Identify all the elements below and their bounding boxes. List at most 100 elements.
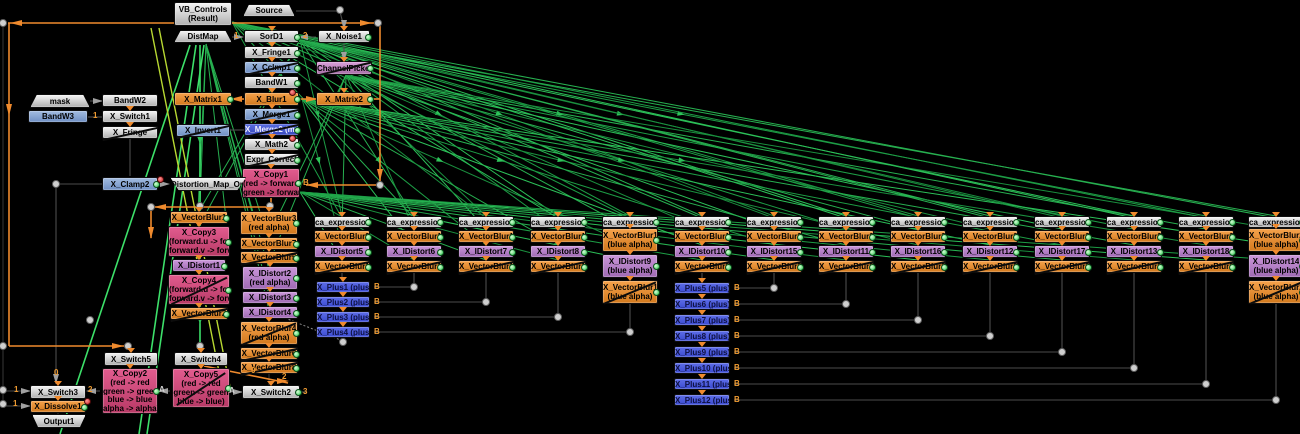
arrowhead-icon <box>21 388 31 394</box>
reroute-dot[interactable] <box>986 332 994 340</box>
node-x-copy3[interactable]: X_Copy3(forward.u -> forward.uforward.v … <box>168 222 232 257</box>
connection-indicator-icon <box>1157 248 1164 256</box>
arrowhead-icon <box>234 34 244 40</box>
input-arrow-icon <box>1130 256 1138 265</box>
node-x-vectorblur8[interactable]: X_VectorBlur8 <box>240 357 300 376</box>
connection-indicator-icon <box>153 388 160 395</box>
reroute-dot[interactable] <box>0 19 7 27</box>
reroute-dot[interactable] <box>339 338 347 346</box>
connection-indicator-icon <box>294 64 301 72</box>
input-arrow-icon <box>698 342 706 351</box>
node-output1[interactable]: Output1 <box>32 414 86 428</box>
connection-indicator-icon <box>293 309 300 317</box>
node-bandw3[interactable]: BandW3 <box>28 110 88 123</box>
reroute-dot[interactable] <box>336 6 344 14</box>
node-x-noise1[interactable]: X_Noise1 <box>318 26 372 43</box>
error-indicator-icon <box>289 135 296 142</box>
node-x-vectorblur20[interactable]: X_VectorBlur20 <box>674 256 732 275</box>
connection-indicator-icon <box>725 263 732 271</box>
node-x-plus11-plus[interactable]: X_Plus11 (plus) <box>674 374 730 390</box>
input-arrow-icon <box>126 122 134 131</box>
node-x-vectorblur22[interactable]: X_VectorBlur22 <box>818 256 876 275</box>
connection-indicator-icon <box>797 248 804 256</box>
reroute-dot[interactable] <box>626 328 634 336</box>
reroute-dot[interactable] <box>482 298 490 306</box>
reroute-dot[interactable] <box>1202 380 1210 388</box>
node-x-plus10-plus[interactable]: X_Plus10 (plus) <box>674 358 730 374</box>
node-x-vectorblur26[interactable]: X_VectorBlur26 <box>1106 256 1164 275</box>
node-distmap[interactable]: DistMap <box>174 30 232 43</box>
input-arrow-icon <box>698 358 706 367</box>
wire <box>345 74 775 230</box>
node-x-plus8-plus[interactable]: X_Plus8 (plus) <box>674 326 730 342</box>
node-x-plus9-plus[interactable]: X_Plus9 (plus) <box>674 342 730 358</box>
reroute-dot[interactable] <box>914 316 922 324</box>
node-x-invert1[interactable]: X_Invert1 <box>176 124 230 139</box>
input-arrow-icon <box>698 278 706 287</box>
reroute-dot[interactable] <box>410 283 418 291</box>
node-mask[interactable]: mask <box>30 94 90 108</box>
node-x-matrix2[interactable]: X_Matrix2 <box>316 88 374 106</box>
node-x-plus4-plus[interactable]: X_Plus4 (plus) <box>316 322 370 338</box>
node-x-vectorblur24[interactable]: X_VectorBlur24 <box>962 256 1020 275</box>
node-x-switch2[interactable]: X_Switch2 <box>242 381 302 399</box>
reroute-dot[interactable] <box>770 284 778 292</box>
reroute-dot[interactable] <box>147 203 155 211</box>
node-x-vectorblur17[interactable]: X_VectorBlur17(blue alpha) <box>602 224 660 252</box>
arrowhead-icon <box>21 403 31 409</box>
arrowhead-icon <box>197 136 203 144</box>
node-source[interactable]: Source <box>243 4 295 17</box>
node-x-vectorblur3[interactable]: X_VectorBlur3(red alpha) <box>240 207 300 235</box>
reroute-dot[interactable] <box>1058 348 1066 356</box>
connection-indicator-icon <box>581 233 588 241</box>
reroute-dot[interactable] <box>376 181 384 189</box>
node-x-matrix1[interactable]: X_Matrix1 <box>174 92 234 106</box>
node-x-plus6-plus[interactable]: X_Plus6 (plus) <box>674 294 730 310</box>
node-x-plus5-plus[interactable]: X_Plus5 (plus) <box>674 278 730 294</box>
green-arrow-icon <box>496 157 505 162</box>
node-label: (red alpha) <box>248 223 290 232</box>
node-distortion-map-out[interactable]: Distortion_Map_Out <box>170 177 246 191</box>
node-x-plus12-plus[interactable]: X_Plus12 (plus) <box>674 390 730 406</box>
reroute-dot[interactable] <box>374 19 382 27</box>
wire <box>345 74 559 230</box>
node-x-vectorblur12[interactable]: X_VectorBlur12 <box>386 256 444 275</box>
reroute-dot[interactable] <box>86 316 94 324</box>
node-x-vectorblur4[interactable]: X_VectorBlur4(red alpha) <box>240 317 300 346</box>
wire <box>299 39 1277 217</box>
node-vb-controls[interactable]: VB_Controls(Result) <box>174 2 232 26</box>
connection-indicator-icon <box>295 180 302 187</box>
node-x-vectorblur27[interactable]: X_VectorBlur27(blue alpha) <box>1248 224 1300 252</box>
node-x-vectorblur32[interactable]: X_VectorBlur32 <box>890 256 948 275</box>
node-x-vectorblur36[interactable]: X_VectorBlur36 <box>1178 256 1236 275</box>
reroute-dot[interactable] <box>0 400 7 408</box>
node-x-vectorblur34[interactable]: X_VectorBlur34 <box>1034 256 1092 275</box>
reroute-dot[interactable] <box>0 342 7 350</box>
reroute-dot[interactable] <box>842 300 850 308</box>
node-x-clamp2[interactable]: X_Clamp2 <box>102 177 160 191</box>
node-x-vectorblur14[interactable]: X_VectorBlur14 <box>458 256 516 275</box>
node-x-vectorblur10[interactable]: X_VectorBlur10 <box>314 256 372 275</box>
node-x-copy1[interactable]: X_Copy1(red -> forward.ugreen -> forward… <box>242 164 302 198</box>
node-x-vectorblur2[interactable]: X_VectorBlur2 <box>170 303 230 322</box>
node-x-idistort14[interactable]: X_IDistort14(blue alpha) <box>1248 250 1300 278</box>
reroute-dot[interactable] <box>1130 364 1138 372</box>
node-x-vectorblur18[interactable]: X_VectorBlur18(blue alpha) <box>602 276 660 305</box>
wire <box>231 21 1063 219</box>
node-x-plus7-plus[interactable]: X_Plus7 (plus) <box>674 310 730 326</box>
node-x-vectorblur28[interactable]: X_VectorBlur28(blue alpha) <box>1248 276 1300 305</box>
node-x-dissolve1[interactable]: X_Dissolve1 <box>30 396 88 413</box>
node-x-idistort9[interactable]: X_IDistort9(blue alpha) <box>602 250 660 278</box>
node-x-fringe[interactable]: X_Fringe <box>102 122 158 141</box>
node-x-copy4[interactable]: X_Copy4(forward.u -> forward.uforward.v … <box>168 270 232 305</box>
node-x-vectorblur16[interactable]: X_VectorBlur16 <box>530 256 588 275</box>
reroute-dot[interactable] <box>554 313 562 321</box>
reroute-dot[interactable] <box>0 386 7 394</box>
node-x-vectorblur30[interactable]: X_VectorBlur30 <box>746 256 804 275</box>
reroute-dot[interactable] <box>1272 396 1280 404</box>
reroute-dot[interactable] <box>52 180 60 188</box>
node-channelpicker[interactable]: ChannelPicker <box>316 57 374 77</box>
